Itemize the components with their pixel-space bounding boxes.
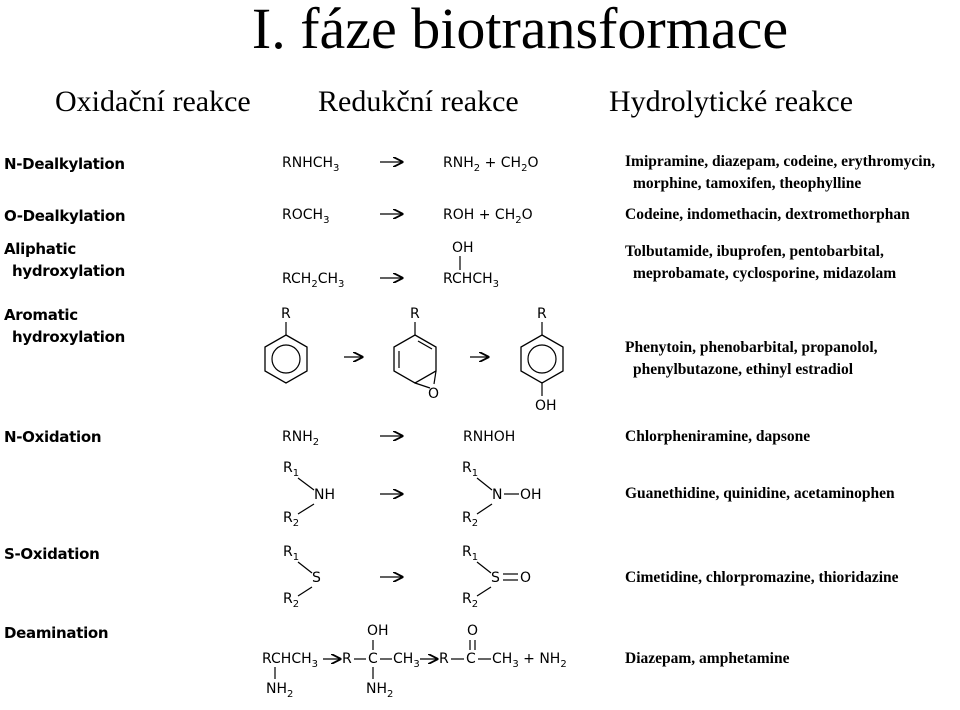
svg-text:CH3 + NH2: CH3 + NH2: [492, 651, 567, 670]
svg-text:R1: R1: [462, 544, 478, 563]
scheme-n-oxidation-amine: RNH2 RNHOH: [282, 429, 515, 448]
svg-text:NH2: NH2: [266, 681, 293, 700]
svg-text:RCHCH3: RCHCH3: [443, 271, 499, 290]
drugs-o-dealkylation: Codeine, indomethacin, dextromethorphan: [625, 206, 910, 223]
scheme-n-oxidation-secondary: R1 NH R2 R1 N OH R2: [283, 460, 542, 529]
svg-text:O: O: [467, 623, 478, 639]
svg-text:ROCH3: ROCH3: [282, 207, 329, 226]
svg-text:R1: R1: [283, 460, 299, 479]
scheme-deamination: RCHCH3 NH2 R OH C NH2 CH3 R O C CH3 + NH…: [262, 623, 567, 700]
arene-oxide-ring-icon: [393, 334, 437, 384]
svg-text:RNHCH3: RNHCH3: [282, 155, 339, 174]
svg-text:OH: OH: [520, 487, 542, 503]
drugs-aliphatic-hydroxylation: Tolbutamide, ibuprofen, pentobarbital,me…: [625, 243, 897, 282]
svg-text:R1: R1: [462, 460, 478, 479]
svg-text:R: R: [410, 306, 420, 322]
svg-text:NH: NH: [314, 487, 335, 503]
svg-text:OH: OH: [367, 623, 389, 639]
label-n-oxidation: N-Oxidation: [4, 428, 102, 446]
scheme-aromatic-hydroxylation: R R O R OH: [264, 306, 564, 414]
svg-text:R: R: [439, 651, 449, 667]
svg-text:CH3: CH3: [393, 651, 420, 670]
svg-text:OH: OH: [452, 240, 474, 256]
svg-text:R: R: [342, 651, 352, 667]
svg-text:C: C: [368, 651, 378, 667]
scheme-n-dealkylation: RNHCH3 RNH2 + CH2O: [282, 155, 538, 174]
svg-text:C: C: [466, 651, 476, 667]
svg-text:O: O: [520, 570, 531, 586]
svg-text:R1: R1: [283, 544, 299, 563]
label-deamination: Deamination: [4, 624, 109, 642]
svg-text:O: O: [428, 386, 439, 402]
svg-text:N: N: [492, 487, 502, 503]
svg-text:RNHOH: RNHOH: [463, 429, 515, 445]
page-title: I. fáze biotransformace: [251, 0, 789, 61]
svg-text:R: R: [537, 306, 547, 322]
benzene-ring-icon: [264, 334, 308, 384]
drugs-n-dealkylation: Imipramine, diazepam, codeine, erythromy…: [625, 153, 936, 192]
svg-text:RNH2 + CH2O: RNH2 + CH2O: [443, 155, 538, 174]
svg-text:OH: OH: [535, 398, 557, 414]
svg-text:R2: R2: [462, 591, 478, 610]
phenol-ring-icon: [520, 334, 564, 384]
drugs-n-oxidation-secondary: Guanethidine, quinidine, acetaminophen: [625, 485, 895, 502]
scheme-aliphatic-hydroxylation: RCH2CH3 OH RCHCH3: [282, 240, 499, 290]
subtitle-hydrolysis: Hydrolytické reakce: [609, 85, 854, 118]
subtitle-reduction: Redukční reakce: [318, 85, 519, 118]
label-n-dealkylation: N-Dealkylation: [4, 155, 125, 173]
drugs-deamination: Diazepam, amphetamine: [625, 650, 790, 667]
svg-text:ROH + CH2O: ROH + CH2O: [443, 207, 533, 226]
svg-text:R2: R2: [462, 510, 478, 529]
svg-text:R: R: [281, 306, 291, 322]
svg-text:RCH2CH3: RCH2CH3: [282, 271, 344, 290]
drugs-aromatic-hydroxylation: Phenytoin, phenobarbital, propanolol,phe…: [625, 339, 878, 378]
scheme-o-dealkylation: ROCH3 ROH + CH2O: [282, 207, 533, 226]
label-o-dealkylation: O-Dealkylation: [4, 207, 126, 225]
label-s-oxidation: S-Oxidation: [4, 545, 100, 563]
svg-text:RNH2: RNH2: [282, 429, 319, 448]
drugs-n-oxidation-amine: Chlorpheniramine, dapsone: [625, 428, 811, 445]
scheme-s-oxidation: R1 S R2 R1 S O R2: [283, 544, 531, 610]
svg-text:R2: R2: [283, 591, 299, 610]
svg-text:NH2: NH2: [366, 681, 393, 700]
svg-text:S: S: [312, 570, 321, 586]
drugs-s-oxidation: Cimetidine, chlorpromazine, thioridazine: [625, 569, 899, 586]
subtitle-oxidation: Oxidační reakce: [55, 85, 251, 118]
svg-text:S: S: [491, 570, 500, 586]
svg-text:RCHCH3: RCHCH3: [262, 651, 318, 670]
svg-text:R2: R2: [283, 510, 299, 529]
